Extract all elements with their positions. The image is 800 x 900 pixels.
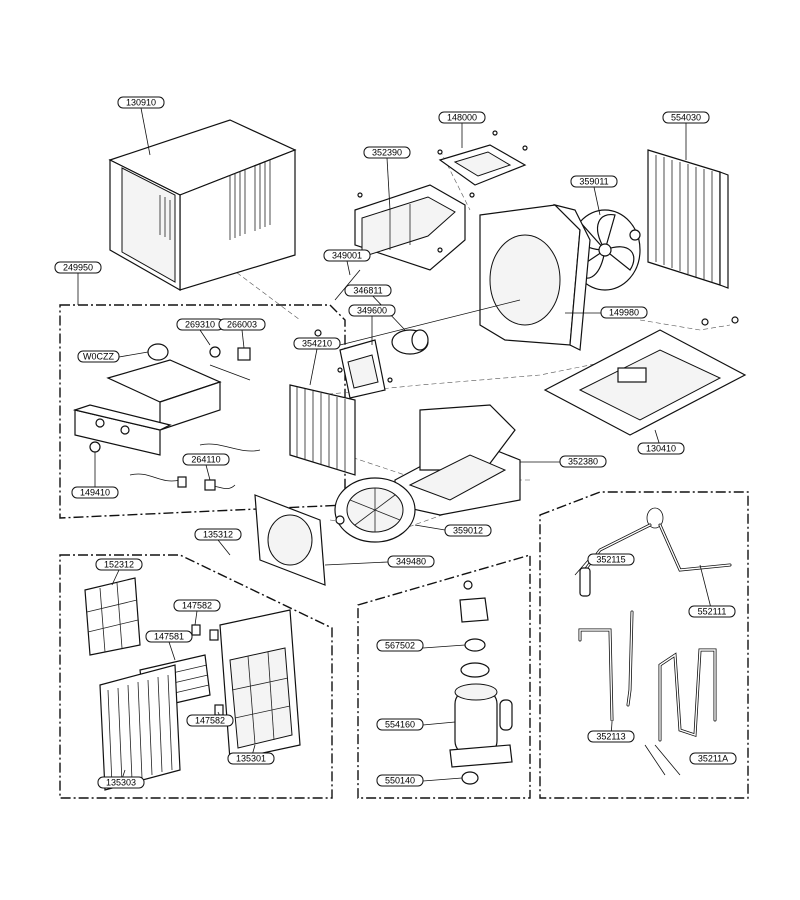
callout-labels: 130910 148000 554030 352390 359011 24995… [54,96,737,789]
base-pan-130410 [543,316,747,436]
blower-wheel-359012 [334,477,416,543]
callout-35211A: 35211A [698,754,728,764]
cabinet-130910 [108,119,297,292]
callout-149980: 149980 [609,308,639,318]
callout-147582-top: 147582 [182,601,212,611]
motor-mount-349600 [337,339,393,399]
callout-135301: 135301 [236,754,266,764]
callout-552111: 552111 [698,607,727,617]
motor-346811 [314,299,521,355]
callout-152312: 152312 [104,560,134,570]
callout-249950: 249950 [63,263,93,273]
orifice-panel-349480 [254,494,326,586]
callout-130410: 130410 [646,444,676,454]
callout-147581: 147581 [154,632,184,642]
callout-352115: 352115 [596,555,625,565]
evaporator-coil-354210 [289,384,356,476]
callout-554030: 554030 [671,113,701,123]
callout-135303: 135303 [106,778,136,788]
callout-352390: 352390 [372,148,402,158]
callout-349480: 349480 [396,557,426,567]
callout-354210: 354210 [302,339,332,349]
callout-264110: 264110 [191,455,220,465]
callout-554160: 554160 [385,720,415,730]
callout-266003: 266003 [227,320,257,330]
callout-147582-bottom: 147582 [195,716,225,726]
callout-567502: 567502 [385,641,415,651]
callout-349001: 349001 [332,251,362,261]
callout-359012: 359012 [453,526,483,536]
front-panel-section [59,554,333,799]
rod-349001 [334,269,361,301]
callout-269310: 269310 [185,320,215,330]
callout-352113: 352113 [596,732,625,742]
drain-pan-352390 [354,184,466,271]
piping-section [539,491,749,799]
control-box-parts [72,343,261,491]
callout-352380: 352380 [568,457,598,467]
compressor-parts [449,580,513,785]
callout-349600: 349600 [357,306,387,316]
callout-135312: 135312 [203,530,233,540]
callout-W0CZZ: W0CZZ [83,352,114,362]
callout-148000: 148000 [447,113,477,123]
callout-149410: 149410 [80,488,110,498]
bracket-148000 [437,130,528,198]
indoor-base-352380 [394,404,521,516]
shroud-149980 [479,203,591,351]
callout-130910: 130910 [126,98,156,108]
front-panel-parts [84,577,301,791]
refrigerant-piping [578,507,732,776]
condenser-coil-554030 [647,149,729,289]
callout-550140: 550140 [385,776,415,786]
callout-359011: 359011 [579,177,608,187]
compressor-section [357,554,531,799]
leader-lines [77,107,713,783]
callout-346811: 346811 [353,286,382,296]
